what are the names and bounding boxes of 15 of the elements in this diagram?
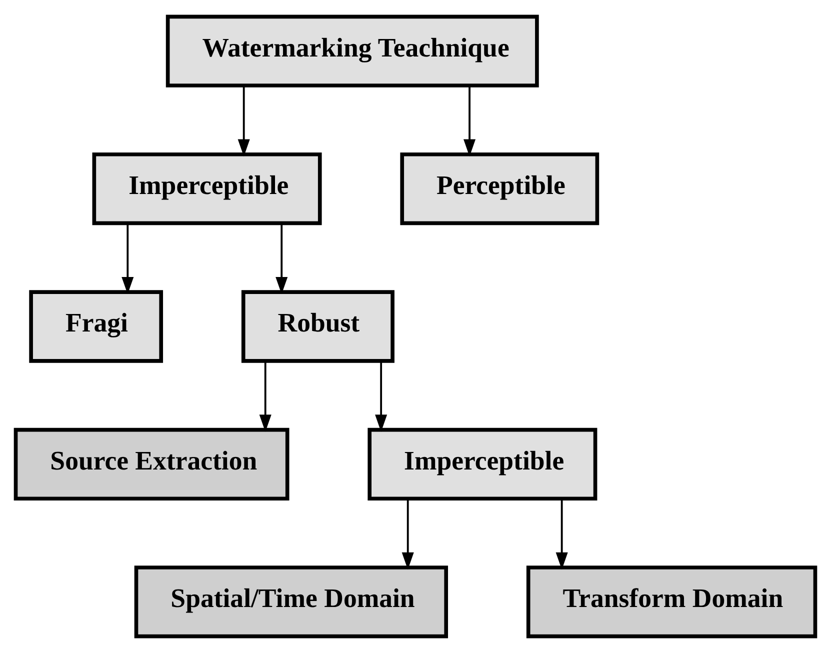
node-box: Perceptible <box>400 152 600 226</box>
node-box: Fragi <box>29 290 164 363</box>
arrow <box>402 498 414 570</box>
node-box: Imperceptible <box>92 152 322 226</box>
node-box: Robust <box>241 290 394 363</box>
node-box: Imperceptible <box>368 428 598 501</box>
node-box: Spatial/Time Domain <box>134 566 448 638</box>
arrow <box>238 86 250 156</box>
arrow <box>464 86 476 156</box>
node-box: Transform Domain <box>526 566 818 638</box>
arrow <box>556 498 568 570</box>
arrow <box>375 361 388 432</box>
node-box: Source Extraction <box>14 428 290 501</box>
arrow <box>259 361 272 432</box>
node-box: Watermarking Teachnique <box>166 14 539 88</box>
